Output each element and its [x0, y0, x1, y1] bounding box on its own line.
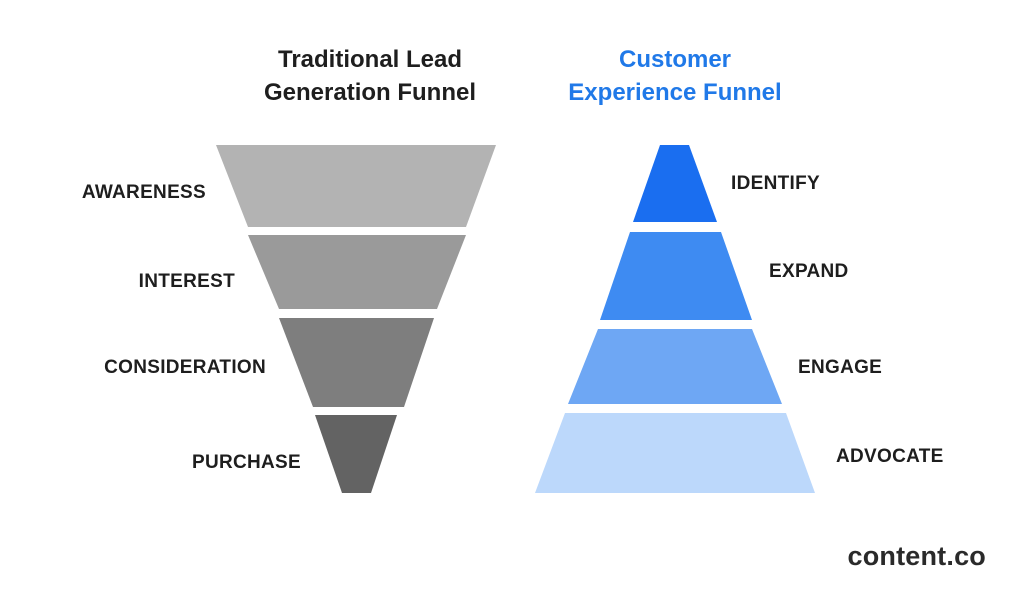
label-consideration: CONSIDERATION	[104, 357, 266, 378]
traditional-title-line2: Generation Funnel	[263, 79, 476, 106]
funnel-stage-awareness	[216, 145, 496, 227]
funnel-stage-interest	[248, 235, 466, 309]
label-advocate: ADVOCATE	[836, 446, 944, 467]
funnel-stage-consideration	[279, 318, 434, 407]
label-interest: INTEREST	[138, 271, 235, 292]
pyramid-stage-expand	[600, 232, 752, 320]
customer-experience-funnel-title: Customer Experience Funnel	[525, 43, 825, 109]
label-expand: EXPAND	[769, 261, 849, 282]
pyramid-stage-advocate	[535, 413, 815, 493]
traditional-funnel-title: Traditional Lead Generation Funnel	[215, 43, 525, 109]
pyramid-stage-engage	[568, 329, 782, 404]
cx-title-line2: Experience Funnel	[568, 79, 782, 106]
label-purchase: PURCHASE	[191, 452, 301, 473]
pyramid-stage-identify	[633, 145, 717, 222]
funnel-stage-purchase	[315, 415, 397, 493]
cx-title-line1: Customer	[618, 46, 732, 73]
traditional-title-line1: Traditional Lead	[277, 46, 463, 73]
label-awareness: AWARENESS	[81, 182, 206, 203]
label-identify: IDENTIFY	[731, 173, 820, 194]
brand-logo: content.co	[847, 541, 986, 571]
label-engage: ENGAGE	[798, 357, 883, 378]
